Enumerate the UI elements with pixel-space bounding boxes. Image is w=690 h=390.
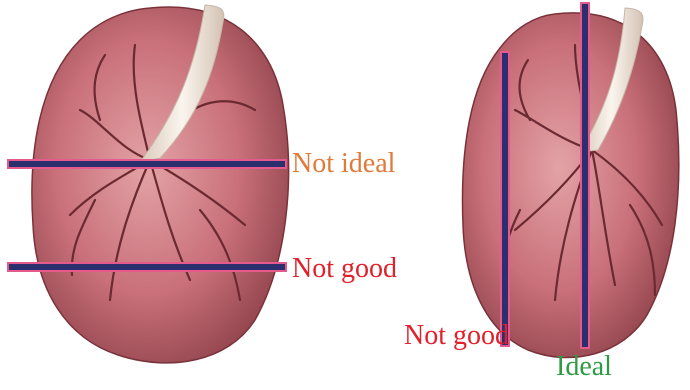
right-placenta — [462, 8, 678, 357]
cut-line-right-left — [501, 52, 509, 346]
label-not-ideal: Not ideal — [292, 150, 395, 178]
label-ideal: Ideal — [556, 353, 612, 381]
cut-line-left-upper — [8, 160, 286, 168]
left-placenta-body — [32, 7, 289, 363]
label-not-good-right: Not good — [404, 322, 509, 350]
right-placenta-body — [462, 13, 678, 358]
cut-line-right-center — [581, 3, 589, 348]
label-not-good-left: Not good — [292, 255, 397, 283]
cut-line-left-lower — [8, 263, 286, 271]
left-placenta — [32, 5, 289, 363]
